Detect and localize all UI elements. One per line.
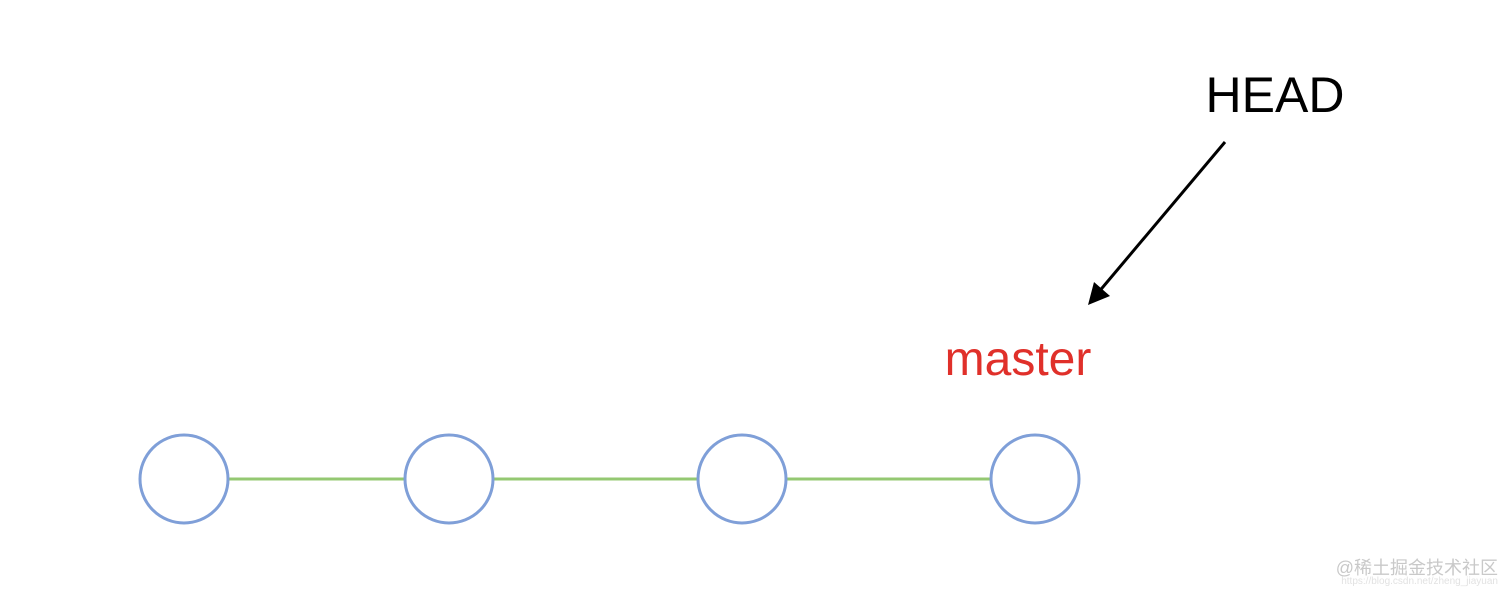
head-label: HEAD xyxy=(1206,67,1345,123)
commit-node xyxy=(989,433,1081,525)
head-arrowhead xyxy=(1088,282,1110,305)
watermark-url: https://blog.csdn.net/zheng_jiayuan xyxy=(1341,576,1498,587)
commit-node xyxy=(138,433,230,525)
head-arrow xyxy=(1090,141,1227,301)
watermark-brand: @稀土掘金技术社区 xyxy=(1335,558,1498,578)
commit-node xyxy=(403,433,495,525)
master-branch-label: master xyxy=(945,333,1092,386)
commit-node xyxy=(696,433,788,525)
